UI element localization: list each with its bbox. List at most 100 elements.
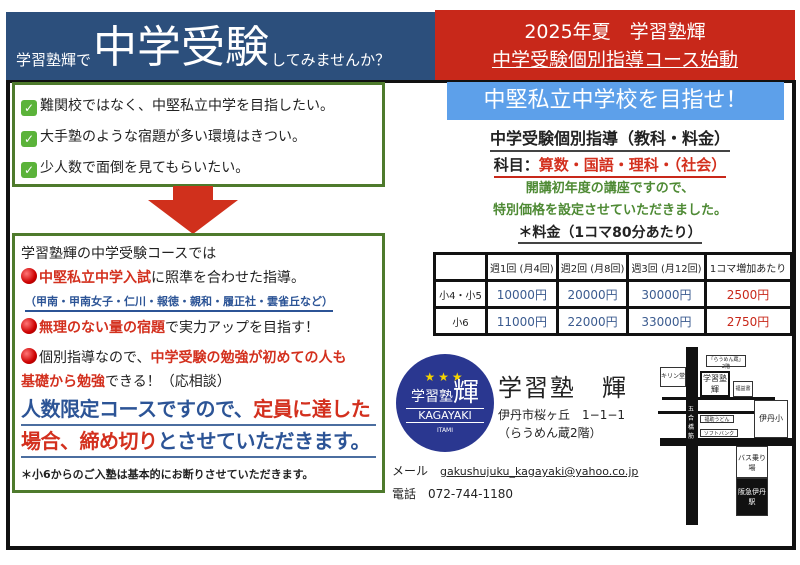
table-cell: 22000円	[555, 306, 630, 336]
stars-icon: ★★★	[424, 370, 466, 384]
subjects-label: 科目：	[493, 156, 539, 174]
header-banner-right: 2025年夏 学習塾輝 中学受験個別指導コース始動	[435, 10, 795, 82]
map-bus-stop: バス乗り場	[736, 446, 768, 478]
goal-banner: 中堅私立中学校を目指せ！	[447, 82, 784, 120]
feature-2-highlight: 無理のない量の宿題	[39, 320, 165, 336]
table-cell: 小4・小5	[433, 279, 488, 309]
table-header: 週1回 (月4回)	[485, 252, 559, 282]
feature-3: 個別指導なので、中学受験の勉強が初めての人も	[21, 346, 376, 370]
contact-info: メール gakushujuku_kagayaki@yahoo.co.jp 電話 0…	[392, 460, 638, 505]
logo-roman: KAGAYAKI	[406, 408, 484, 423]
feature-1-text: に照準を合わせた指導。	[151, 270, 305, 286]
school-name: 学習塾 輝	[498, 374, 628, 402]
map-juku: 学習塾輝	[700, 371, 730, 397]
feature-3-highlight-2: 基礎から勉強	[21, 374, 105, 390]
limit-highlight-2: 場合、締め切り	[21, 429, 158, 453]
check-item: ✓大手塾のような宿題が多い環境はきつい。	[21, 122, 376, 153]
table-cell: 2500円	[703, 279, 793, 309]
checkmark-icon: ✓	[21, 162, 37, 178]
limit-text: 人数限定コースですので、	[21, 397, 254, 421]
logo-kanji: 輝	[452, 378, 479, 408]
table-header: 1コマ増加あたり	[703, 252, 793, 282]
table-cell: 20000円	[555, 279, 630, 309]
map-school: 伊丹小	[754, 400, 788, 438]
subjects: 算数・国語・理科・（社会）	[538, 156, 727, 174]
logo-itami: ITAMI	[436, 427, 454, 434]
map-road	[686, 347, 698, 525]
table-cell: 30000円	[626, 279, 707, 309]
map-road	[662, 397, 775, 400]
feature-2-text: で実力アップを目指す！	[165, 320, 319, 336]
special-price-note-1: 開講初年度の講座ですので、	[525, 181, 695, 196]
logo-main: 学習塾	[410, 389, 453, 405]
subjects-line: 科目：算数・国語・理科・（社会）	[493, 154, 727, 178]
building-line: （らうめん蔵2階）	[498, 426, 602, 440]
limit-highlight: 定員に達した	[253, 397, 371, 421]
feature-3-cont: 基礎から勉強できる！（応相談）	[21, 370, 376, 394]
tel-label: 電話	[392, 487, 417, 501]
checkmark-icon: ✓	[21, 100, 37, 116]
table-cell: 11000円	[485, 306, 559, 336]
map-road-label: 五合橋筋	[688, 406, 695, 440]
fee-table: 週1回 (月4回) 週2回 (月8回) 週3回 (月12回) 1コマ増加あたり …	[433, 252, 793, 336]
page-frame	[6, 80, 796, 550]
table-row: 小6 11000円 22000円 33000円 2750円	[433, 306, 793, 336]
phone-number[interactable]: 072-744-1180	[428, 487, 514, 501]
table-header: 週3回 (月12回)	[626, 252, 707, 282]
course-intro: 学習塾輝の中学受験コースでは	[21, 246, 217, 262]
header-suffix: してみませんか？	[271, 51, 391, 69]
down-arrow-icon	[148, 186, 238, 234]
mail-label: メール	[392, 464, 429, 478]
map-road	[660, 438, 793, 446]
red-dot-icon	[21, 348, 37, 364]
red-dot-icon	[21, 268, 37, 284]
target-schools: （甲南・甲南女子・仁川・報徳・親和・履正社・雲雀丘など）	[25, 294, 333, 312]
map-kirin: キリン堂	[660, 367, 686, 387]
header-course-start: 中学受験個別指導コース始動	[491, 49, 739, 71]
table-header-row: 週1回 (月4回) 週2回 (月8回) 週3回 (月12回) 1コマ増加あたり	[433, 252, 793, 282]
map-udon: 福助うどん	[700, 415, 734, 423]
map-callout: 「らうめん蔵」2階	[706, 355, 746, 370]
table-cell: 10000円	[485, 279, 559, 309]
table-header	[433, 252, 488, 282]
feature-3-text-2: できる！（応相談）	[105, 374, 231, 390]
email-link[interactable]: gakushujuku_kagayaki@yahoo.co.jp	[440, 465, 639, 478]
header-year: 2025年夏 学習塾輝	[524, 21, 706, 43]
address-line: 伊丹市桜ヶ丘 1−1−1	[498, 408, 626, 422]
fee-title: 中学受験個別指導（教科・料金）	[489, 128, 730, 152]
feature-3-highlight: 中学受験の勉強が初めての人も	[150, 350, 347, 366]
table-cell: 2750円	[703, 306, 793, 336]
check-text: 大手塾のような宿題が多い環境はきつい。	[40, 129, 306, 145]
limit-notice-1: 人数限定コースですので、定員に達した	[21, 394, 376, 426]
course-features-box: 学習塾輝の中学受験コースでは 中堅私立中学入試に照準を合わせた指導。 （甲南・甲…	[12, 233, 385, 493]
table-header: 週2回 (月8回)	[555, 252, 630, 282]
map-softbank: ソフトバンク	[700, 429, 738, 437]
map-station: 阪急伊丹駅	[736, 478, 768, 516]
map-shop: 福益書	[733, 381, 753, 397]
limit-text-2: とさせていただきます。	[157, 429, 371, 453]
limit-notice-2: 場合、締め切りとさせていただきます。	[21, 426, 376, 458]
header-big-text: 中学受験	[93, 22, 270, 73]
fee-subtitle: ＊料金（1コマ80分あたり）	[518, 224, 702, 244]
admission-note: ＊小6からのご入塾は基本的にお断りさせていただきます。	[21, 468, 314, 481]
check-item: ✓難関校ではなく、中堅私立中学を目指したい。	[21, 91, 376, 122]
table-cell: 小6	[433, 306, 488, 336]
feature-2: 無理のない量の宿題で実力アップを目指す！	[21, 316, 376, 340]
concerns-box: ✓難関校ではなく、中堅私立中学を目指したい。 ✓大手塾のような宿題が多い環境はき…	[12, 82, 385, 187]
address: 伊丹市桜ヶ丘 1−1−1 （らうめん蔵2階）	[498, 406, 625, 442]
table-cell: 33000円	[626, 306, 707, 336]
map-road	[658, 411, 754, 414]
check-item: ✓少人数で面倒を見てもらいたい。	[21, 153, 376, 184]
checkmark-icon: ✓	[21, 131, 37, 147]
feature-1-highlight: 中堅私立中学入試	[39, 270, 151, 286]
feature-1: 中堅私立中学入試に照準を合わせた指導。	[21, 266, 376, 290]
check-text: 少人数で面倒を見てもらいたい。	[40, 160, 250, 176]
header-prefix: 学習塾輝で	[16, 51, 92, 69]
feature-3-text: 個別指導なので、	[39, 350, 151, 366]
red-dot-icon	[21, 318, 37, 334]
header-banner-left: 学習塾輝で 中学受験 してみませんか？	[6, 12, 436, 80]
logo: ★★★ 学習塾輝 KAGAYAKI ITAMI	[396, 354, 494, 452]
check-text: 難関校ではなく、中堅私立中学を目指したい。	[40, 98, 334, 114]
table-row: 小4・小5 10000円 20000円 30000円 2500円	[433, 279, 793, 309]
access-map: 五合橋筋 「らうめん蔵」2階 キリン堂 学習塾輝 福益書 福助うどん ソフトバン…	[650, 345, 793, 525]
